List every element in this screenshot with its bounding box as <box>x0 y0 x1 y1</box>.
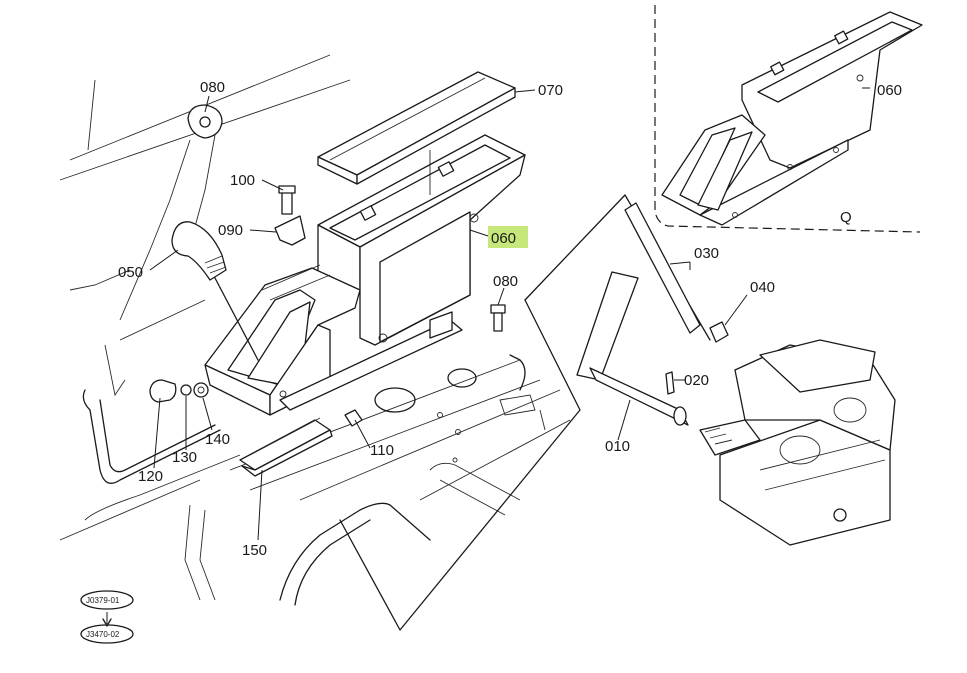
cover-panel-070 <box>317 71 516 185</box>
label-110: 110 <box>370 442 394 459</box>
ref-label-a: J0379-01 <box>86 596 120 605</box>
label-080-mid: 080 <box>493 273 518 290</box>
label-060: 060 <box>491 230 516 247</box>
ref-label-b: J3470-02 <box>86 630 120 639</box>
part-labels: 080 070 100 090 060 050 080 060 030 040 … <box>118 79 902 559</box>
label-020: 020 <box>684 372 709 389</box>
reference-marks: J0379-01 J3470-02 <box>80 590 134 644</box>
bracket-090 <box>274 185 306 246</box>
label-100: 100 <box>230 172 255 189</box>
label-150: 150 <box>242 542 267 559</box>
inset-view-q <box>654 5 923 233</box>
label-080-top: 080 <box>200 79 225 96</box>
bolt-080-mid <box>490 304 506 332</box>
label-060-inset: 060 <box>877 82 902 99</box>
label-view-q: Q <box>840 209 852 226</box>
base-plate <box>239 311 463 477</box>
highlight-060 <box>488 226 528 248</box>
label-130: 130 <box>172 449 197 466</box>
clip-110 <box>344 409 363 427</box>
label-050: 050 <box>118 264 143 281</box>
label-120: 120 <box>138 468 163 485</box>
label-030: 030 <box>694 245 719 262</box>
label-090: 090 <box>218 222 243 239</box>
label-070: 070 <box>538 82 563 99</box>
cab-frame-lines <box>59 54 571 606</box>
lever-housing <box>204 264 361 416</box>
knob-assembly <box>149 379 209 403</box>
lever-knob-050 <box>171 221 259 361</box>
shaft-010 <box>576 271 689 426</box>
valve-block <box>699 339 896 546</box>
label-010: 010 <box>605 438 630 455</box>
link-030 <box>624 202 729 343</box>
label-040: 040 <box>750 279 775 296</box>
bolt-080-top <box>187 104 223 139</box>
label-140: 140 <box>205 431 230 448</box>
leader-lines <box>106 87 870 624</box>
console-box-060 <box>317 134 526 346</box>
